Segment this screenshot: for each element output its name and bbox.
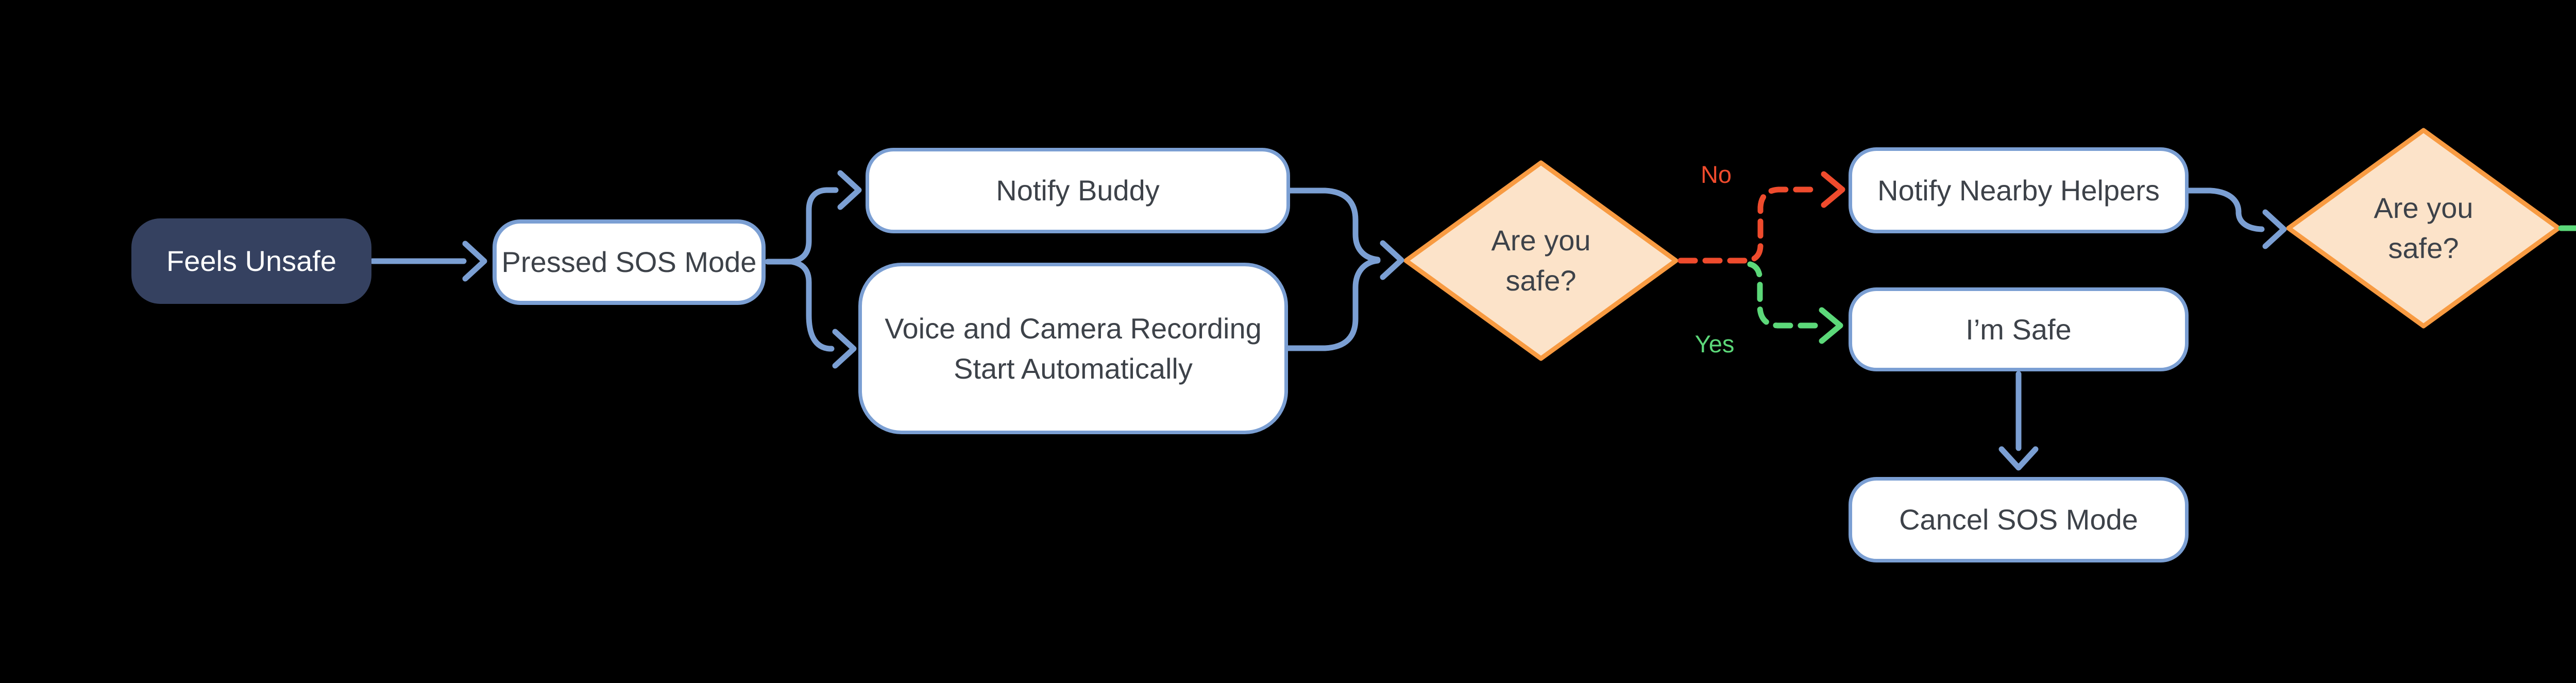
decision-2-line1: Are you [2374,192,2473,224]
edge-decision1-no [1677,171,1845,264]
edge-label-yes-1: Yes [1694,330,1735,357]
decision-2-line2: safe? [2388,232,2459,264]
node-cancel-sos-mode-1: Cancel SOS Mode [1849,477,2189,562]
node-feels-unsafe: Feels Unsafe [131,218,371,304]
decision-1-label: Are you safe? [1438,220,1644,301]
node-notify-nearby-helpers-label: Notify Nearby Helpers [1877,174,2160,207]
node-voice-camera-line1: Voice and Camera Recording [885,312,1262,345]
node-im-safe-1-label: I’m Safe [1965,313,2072,346]
edge-helpers-to-decision2 [2185,187,2287,249]
edge-decision2-yes [2558,225,2576,231]
node-pressed-sos-mode: Pressed SOS Mode [493,219,766,305]
edge-merge-to-decision1 [1285,187,1404,351]
node-voice-camera-line2: Start Automatically [954,352,1193,385]
node-notify-buddy: Notify Buddy [866,148,1290,233]
decision-diamond-1 [1403,160,1679,361]
node-feels-unsafe-label: Feels Unsafe [166,245,336,277]
node-cancel-sos-mode-1-label: Cancel SOS Mode [1899,503,2138,536]
edge-label-no-1: No [1700,161,1732,188]
node-pressed-sos-mode-label: Pressed SOS Mode [501,246,757,278]
decision-1-line1: Are you [1491,224,1591,257]
edge-label-yes-2: Yes [2558,331,2576,362]
node-voice-camera-recording: Voice and Camera Recording Start Automat… [858,263,1288,434]
edge-label-no-2: No [2555,162,2576,193]
decision-1-line2: safe? [1505,264,1577,297]
node-im-safe-1: I’m Safe [1849,287,2189,371]
edge-feels-to-pressed [369,241,487,282]
edge-decision1-yes [1747,261,1843,344]
decision-2-label: Are you safe? [2320,188,2527,268]
node-notify-buddy-label: Notify Buddy [996,174,1160,207]
edge-pressed-split [765,170,862,369]
node-notify-nearby-helpers: Notify Nearby Helpers [1849,147,2189,233]
edge-imsafe1-to-cancel1 [1998,371,2039,471]
